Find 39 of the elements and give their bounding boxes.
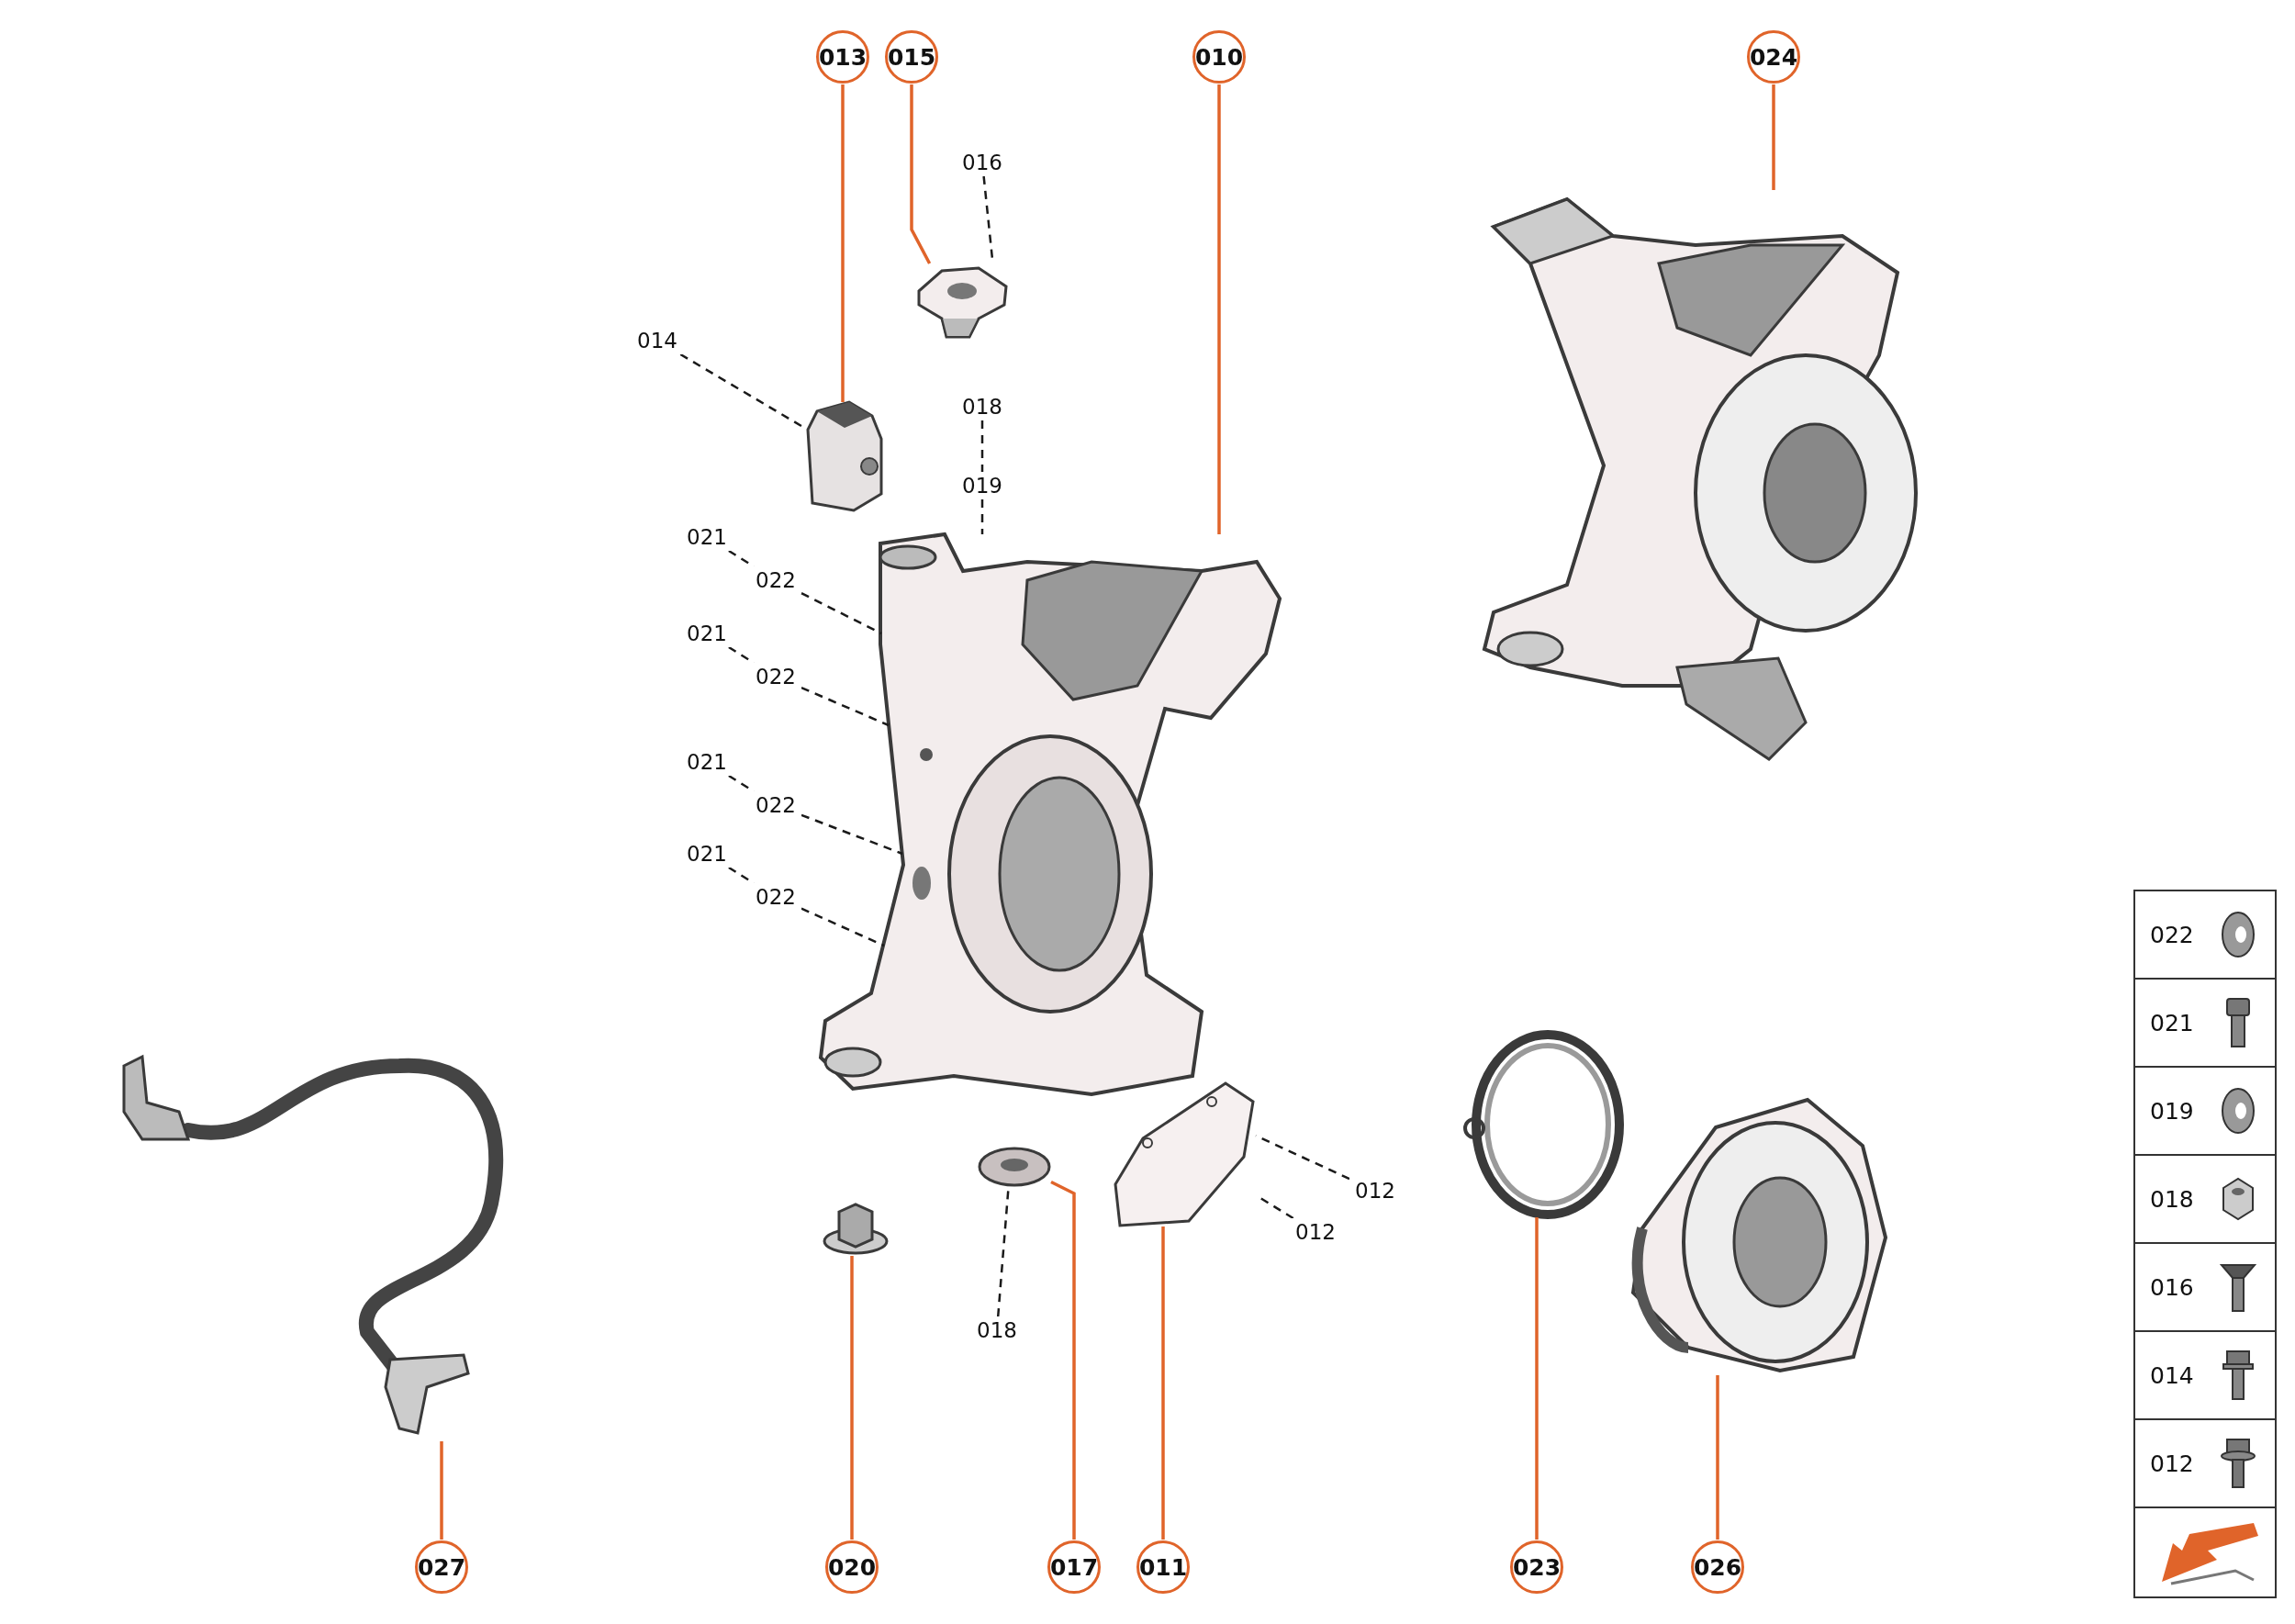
heat-shield-drawing xyxy=(1115,1083,1256,1226)
leader-line xyxy=(1050,1180,1076,1540)
leader-line xyxy=(1772,84,1775,190)
leader-line xyxy=(1716,1375,1719,1540)
part-number: 014 xyxy=(2150,1361,2194,1389)
leader-line xyxy=(1161,1226,1165,1540)
callout-number: 026 xyxy=(1691,1540,1744,1594)
part-number: 022 xyxy=(750,791,801,819)
leader-line xyxy=(1535,1217,1539,1540)
part-number: 016 xyxy=(2150,1273,2194,1301)
leader-line xyxy=(440,1441,443,1540)
leader-line xyxy=(679,353,804,429)
callout-number: 015 xyxy=(885,30,938,84)
part-number: 012 xyxy=(2150,1450,2194,1477)
callout-number: 011 xyxy=(1136,1540,1190,1594)
part-number: 022 xyxy=(750,566,801,594)
part-number: 019 xyxy=(2150,1097,2194,1125)
callout-number: 017 xyxy=(1047,1540,1101,1594)
callout-number: 024 xyxy=(1747,30,1800,84)
retaining-ring-drawing xyxy=(1463,1032,1621,1217)
part-number: 022 xyxy=(750,883,801,911)
callout-number: 020 xyxy=(825,1540,879,1594)
leader-line xyxy=(841,84,845,402)
part-number: 022 xyxy=(2150,921,2194,948)
leader-line xyxy=(1217,84,1221,534)
leader-line xyxy=(980,420,984,472)
callout-number: 010 xyxy=(1192,30,1246,84)
leader-line xyxy=(910,84,932,264)
callout-number: 027 xyxy=(415,1540,468,1594)
washer-drawing xyxy=(978,1146,1051,1188)
part-number: 021 xyxy=(2150,1009,2194,1036)
flange-nut-drawing xyxy=(823,1203,890,1256)
leader-line xyxy=(1255,1134,1350,1181)
callout-number: 013 xyxy=(816,30,869,84)
callout-number: 023 xyxy=(1510,1540,1563,1594)
part-number: 022 xyxy=(750,663,801,690)
leader-line xyxy=(850,1256,854,1540)
leader-line xyxy=(980,499,984,534)
part-number: 018 xyxy=(2150,1185,2194,1213)
